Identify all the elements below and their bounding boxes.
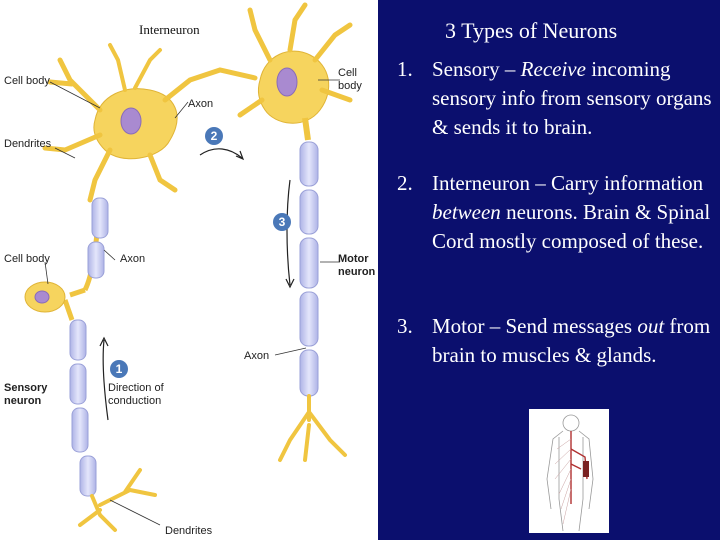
step-badge-2: 2 [205, 127, 223, 145]
label-sensory-neuron-2: neuron [4, 395, 42, 407]
list-number: 1. [397, 57, 413, 81]
slide-text-panel: 3 Types of Neurons 1. Sensory – Receive … [385, 0, 715, 540]
label-motor-neuron-2: neuron [338, 266, 376, 278]
label-axon-sensory: Axon [120, 253, 146, 265]
list-item-sensory: 1. Sensory – Receive incoming sensory in… [397, 55, 712, 142]
label-cell-body-left: Cell body [4, 75, 50, 87]
label-cell-body-right-2: body [338, 80, 362, 92]
label-direction-2: conduction [108, 395, 162, 407]
label-dendrites-bottom: Dendrites [165, 525, 213, 537]
label-cell-body-sensory: Cell body [4, 253, 50, 265]
list-item-motor: 3. Motor – Send messages out from brain … [397, 312, 712, 370]
neuron-illustration [24, 2, 353, 532]
list-text: Interneuron – Carry information between … [432, 171, 711, 253]
conduction-arrows [99, 148, 295, 421]
label-dendrites-top: Dendrites [4, 138, 52, 150]
sensory-neuron [24, 197, 157, 532]
label-sensory-neuron: Sensory [4, 382, 48, 394]
list-item-interneuron: 2. Interneuron – Carry information betwe… [397, 169, 712, 256]
motor-cell [237, 2, 353, 141]
interneuron-cell [42, 43, 258, 203]
leader-lines [44, 79, 340, 526]
step-badge-3: 3 [273, 213, 291, 231]
interneuron-caption: Interneuron [139, 22, 200, 37]
list-number: 3. [397, 314, 413, 338]
neuron-diagram: Interneuron Cell body Cell body Dendrite… [0, 0, 378, 540]
list-number: 2. [397, 171, 413, 195]
slide-title: 3 Types of Neurons [445, 18, 618, 43]
label-cell-body-right: Cell [338, 67, 357, 79]
label-motor-neuron: Motor [338, 253, 369, 265]
label-axon-motor: Axon [244, 350, 270, 362]
human-body-sketch [546, 414, 594, 532]
list-text: Motor – Send messages out from brain to … [432, 314, 711, 367]
label-direction: Direction of [108, 382, 164, 394]
step-badge-1: 1 [110, 360, 128, 378]
list-text: Sensory – Receive incoming sensory info … [432, 57, 712, 139]
label-axon-top: Axon [188, 98, 214, 110]
nervous-system-figure [529, 409, 609, 533]
motor-axon [278, 141, 347, 462]
